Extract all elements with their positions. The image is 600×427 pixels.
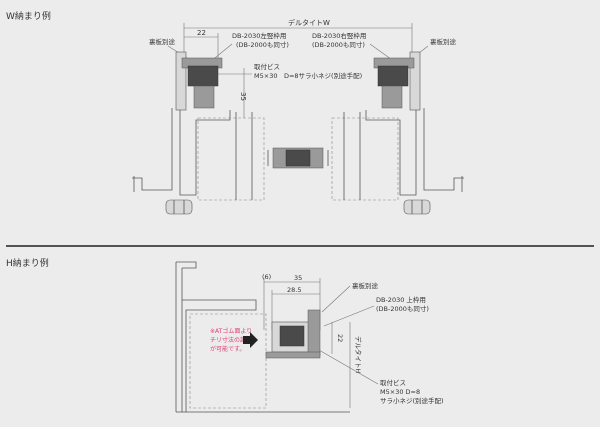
right-part-sub: (DB-2000も同寸) xyxy=(312,40,365,49)
left-part-sub: (DB-2000も同寸) xyxy=(236,40,289,49)
backing-right-label: 裏板別途 xyxy=(430,37,457,46)
head-frame-assembly xyxy=(175,261,350,413)
dim-22-top: 22 xyxy=(184,29,219,60)
note-line-2: チリ寸法の調整 xyxy=(210,336,252,344)
dim-h-label: デルタイトH xyxy=(354,336,363,374)
right-frame-assembly xyxy=(365,51,464,215)
direction-arrow-icon xyxy=(243,332,258,348)
right-part-label: DB-2030右竪枠用 xyxy=(312,31,366,40)
left-frame-assembly xyxy=(132,51,231,215)
left-part-label: DB-2030左竪枠用 xyxy=(232,31,286,40)
dim-22-label: 22 xyxy=(197,29,206,37)
screw-bottom-1: 取付ビス xyxy=(380,378,406,387)
dim-6-label: (6) xyxy=(262,273,271,281)
note-line-3: が可能です。 xyxy=(210,345,245,353)
adjustment-note: ※ATゴム面より チリ寸法の調整 が可能です。 xyxy=(210,327,252,353)
note-line-1: ※ATゴム面より xyxy=(210,327,252,335)
backing-bottom-label: 裏板別途 xyxy=(352,281,379,290)
backing-left-label: 裏板別途 xyxy=(149,37,176,46)
center-mullion xyxy=(267,147,329,169)
screw-bottom-2: M5×30 D=8 xyxy=(380,388,420,396)
w-section-title: W納まり例 xyxy=(6,10,51,22)
screw-label-2: M5×30 D=8サラ小ネジ(別途手配) xyxy=(254,71,362,80)
dim-35-label: 35 xyxy=(239,92,247,101)
top-part-sub: (DB-2000も同寸) xyxy=(376,304,429,313)
door-leaves xyxy=(197,112,399,201)
top-part-label: DB-2030 上枠用 xyxy=(376,295,426,304)
dim-28-5-label: 28.5 xyxy=(287,286,301,294)
dim-22-bottom-label: 22 xyxy=(336,334,344,342)
screw-label-1: 取付ビス xyxy=(254,62,280,71)
width-dim-label: デルタイトW xyxy=(288,18,330,27)
dim-35-bottom-label: 35 xyxy=(294,274,302,282)
h-section-title: H納まり例 xyxy=(6,257,49,269)
dim-35-top: 35 xyxy=(239,68,247,118)
screw-bottom-3: サラ小ネジ(別途手配) xyxy=(380,396,444,405)
